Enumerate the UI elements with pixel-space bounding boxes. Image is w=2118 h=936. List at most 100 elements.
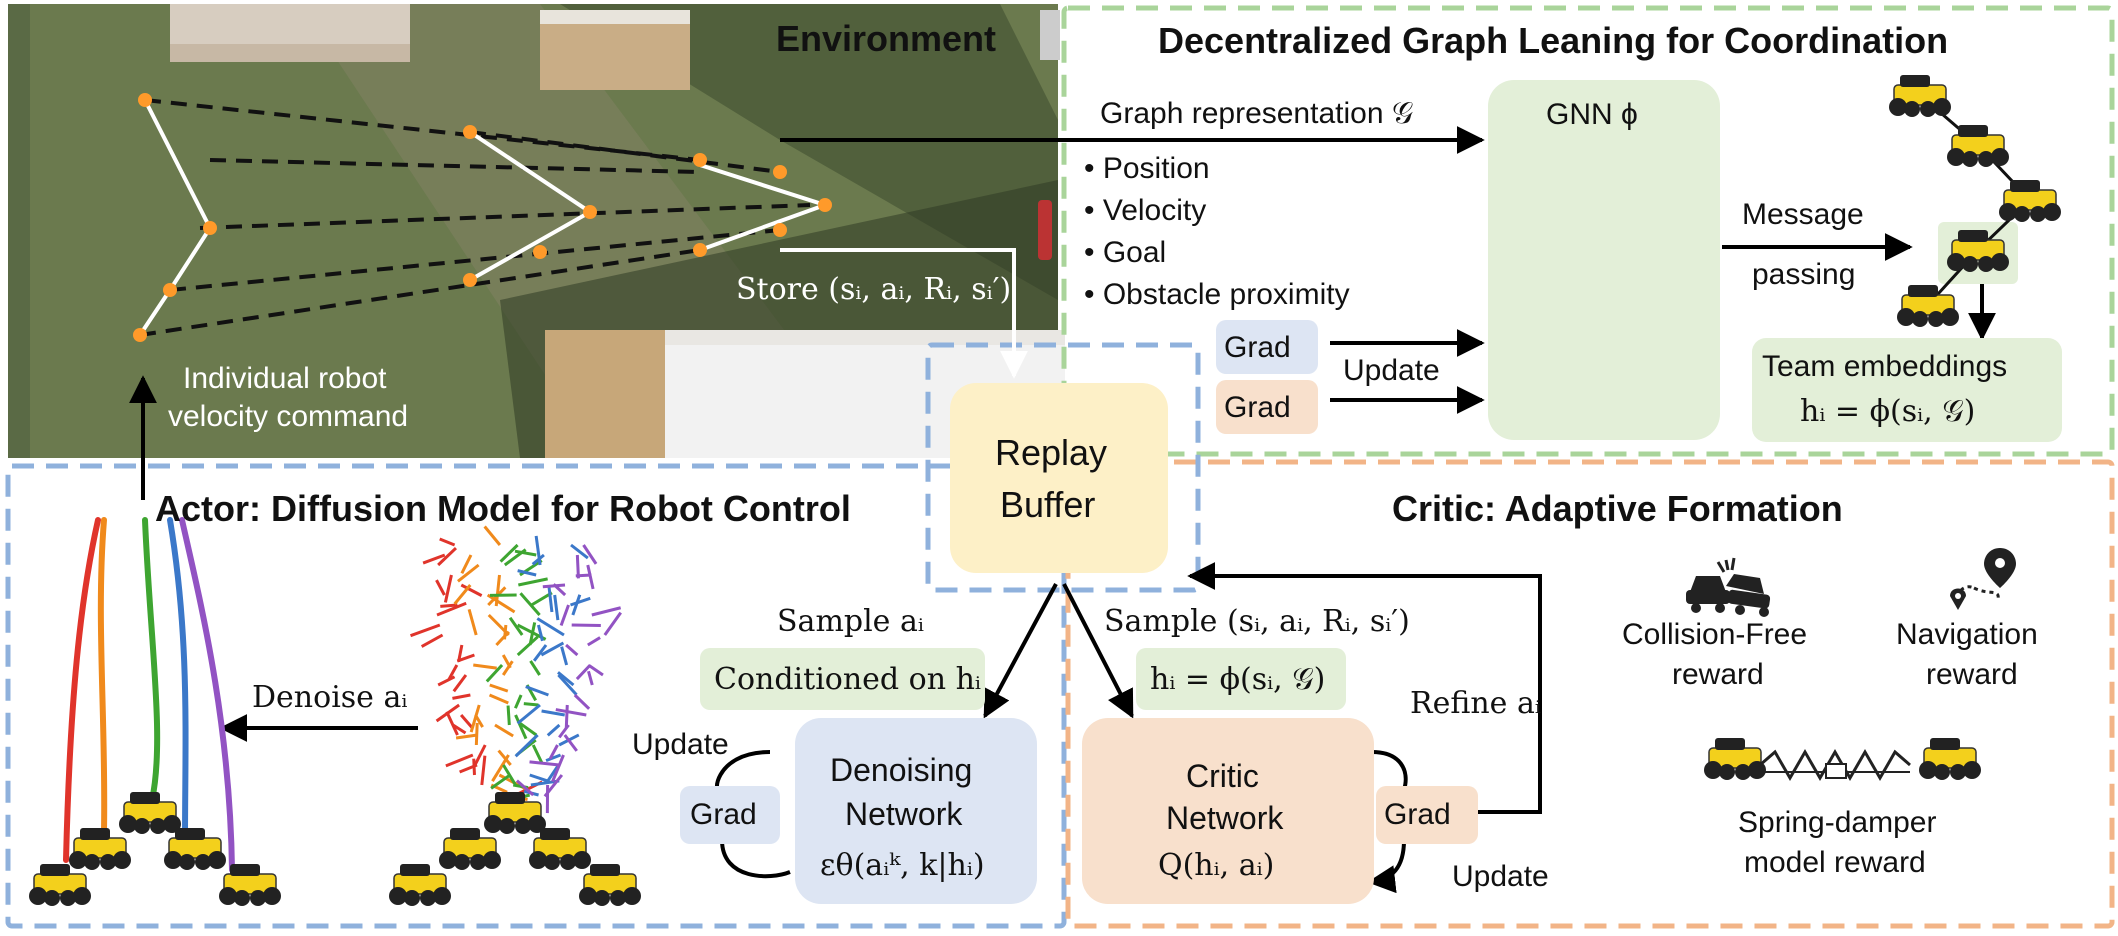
noisy-action-field (410, 525, 622, 814)
noise-arrow (569, 596, 591, 607)
message-label-2: passing (1752, 258, 1856, 291)
graph-section-title: Decentralized Graph Leaning for Coordina… (1158, 20, 1949, 61)
noise-arrow (439, 537, 456, 547)
noise-arrow (603, 611, 622, 636)
environment-image (8, 4, 1065, 500)
noise-arrow (452, 693, 471, 700)
critic-update-label: Update (1452, 860, 1549, 893)
message-label-1: Message (1742, 198, 1864, 231)
noise-arrow (494, 723, 514, 738)
noise-arrow (570, 543, 589, 560)
car-collision-icon (1686, 557, 1771, 617)
noise-arrow (553, 594, 560, 621)
reward-navigation-1: Navigation (1896, 618, 2038, 651)
noise-arrow (486, 593, 516, 614)
noise-arrow (436, 601, 467, 617)
noise-arrow (499, 543, 519, 563)
noise-arrow (547, 584, 554, 613)
graph-representation-label: Graph representation 𝒢 (1100, 97, 1414, 130)
noise-arrow (582, 544, 598, 565)
critic-sample-label: Sample (sᵢ, aᵢ, Rᵢ, sᵢ′) (1104, 604, 1410, 639)
noise-arrow (529, 760, 560, 767)
noise-arrow (529, 660, 541, 676)
noise-arrow (514, 733, 539, 758)
grad-orange-label: Grad (1224, 391, 1291, 424)
actor-panel-border (5, 463, 1067, 929)
noise-arrow (483, 525, 502, 546)
feature-position: • Position (1084, 152, 1210, 185)
graph-update-label: Update (1343, 354, 1440, 387)
navigation-route-icon (1950, 548, 2016, 610)
critic-network-label-2: Network (1166, 800, 1284, 836)
noise-arrow (559, 604, 570, 626)
noise-arrow (531, 744, 544, 764)
noise-arrow (516, 703, 541, 725)
denoising-network-box[interactable] (795, 718, 1037, 904)
noise-arrow (435, 579, 446, 596)
reward-collision-1: Collision-Free (1622, 618, 1808, 651)
noise-arrow (447, 664, 459, 681)
noise-arrow (557, 671, 575, 687)
actor-grad-label: Grad (690, 798, 757, 831)
critic-title: Critic: Adaptive Formation (1392, 488, 1843, 529)
noise-arrow (440, 603, 458, 608)
noise-arrow (452, 674, 468, 693)
noise-arrow (459, 714, 475, 730)
noise-arrow (587, 636, 601, 647)
noise-arrow (445, 753, 474, 768)
grad-blue-label: Grad (1224, 331, 1291, 364)
noise-arrow (563, 734, 578, 752)
noise-arrow (515, 779, 535, 797)
team-embeddings-label: Team embeddings (1762, 350, 2008, 383)
noise-arrow (445, 711, 459, 736)
replay-buffer-label-2: Buffer (1000, 484, 1096, 525)
noise-arrow (541, 709, 565, 717)
noise-arrow (422, 553, 446, 565)
noise-arrow (532, 644, 548, 662)
denoising-network-formula: εθ(aᵢᵏ, k|hᵢ) (820, 848, 985, 883)
reward-spring-2: model reward (1744, 846, 1926, 879)
noise-arrow (473, 744, 487, 766)
actor-title: Actor: Diffusion Model for Robot Control (155, 488, 851, 529)
noise-arrow (480, 755, 487, 786)
noise-arrow (488, 693, 509, 705)
noise-robots (388, 791, 642, 907)
noise-arrow (514, 714, 528, 740)
noise-arrow (514, 549, 537, 557)
noise-arrow (573, 693, 591, 710)
noise-arrow (460, 554, 473, 574)
noise-arrow (588, 664, 604, 677)
team-embeddings-formula: hᵢ = ϕ(sᵢ, 𝒢) (1800, 394, 1976, 429)
noise-arrow (529, 773, 550, 783)
noise-arrow (530, 779, 560, 787)
store-label: Store (sᵢ, aᵢ, Rᵢ, sᵢ′) (736, 272, 1012, 307)
noise-arrow (485, 663, 504, 683)
message-robots (1888, 74, 2062, 328)
noise-arrow (555, 708, 587, 717)
reward-collision-2: reward (1672, 658, 1764, 691)
critic-network-box[interactable] (1082, 718, 1374, 904)
noise-arrow (534, 535, 542, 566)
noise-arrow (490, 773, 511, 790)
noise-arrow (545, 753, 562, 763)
noise-arrow (489, 683, 509, 693)
critic-embed-formula: hᵢ = ϕ(sᵢ, 𝒢) (1150, 662, 1326, 697)
actor-trajectories (63, 517, 235, 873)
reward-spring-1: Spring-damper (1738, 806, 1937, 839)
denoising-network-label-2: Network (845, 796, 963, 832)
critic-grad-label: Grad (1384, 798, 1451, 831)
buffer-panel-border (925, 342, 1201, 593)
critic-panel-border (1065, 459, 2115, 929)
replay-buffer-box (950, 383, 1168, 573)
actor-grad-box (680, 786, 780, 844)
noise-arrow (565, 643, 579, 657)
grad-orange-box (1216, 380, 1318, 434)
noise-arrow (575, 663, 592, 681)
noise-arrow (546, 723, 561, 737)
team-embeddings-box (1752, 338, 2062, 442)
noise-arrow (497, 749, 512, 766)
noise-arrow (443, 574, 453, 603)
noise-arrow (469, 704, 481, 733)
noise-arrow (473, 663, 497, 670)
